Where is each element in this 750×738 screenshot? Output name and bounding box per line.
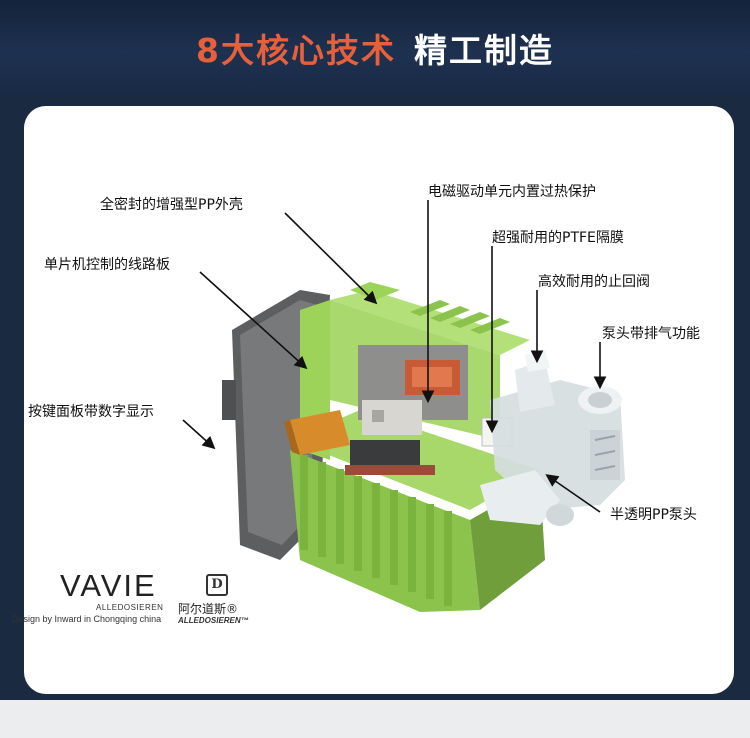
- callout-vent: 泵头带排气功能: [602, 326, 700, 342]
- callout-shell: 全密封的增强型PP外壳: [100, 197, 243, 213]
- logo-english-name: ALLEDOSIEREN™: [178, 616, 249, 625]
- callout-keypad: 按键面板带数字显示: [28, 404, 154, 420]
- brand-tagline: Design by Inward in Chongqing china: [12, 614, 162, 624]
- title-accent: 8大核心技术: [196, 31, 396, 70]
- callout-pumphead: 半透明PP泵头: [610, 507, 697, 523]
- bottom-strip: [0, 700, 750, 738]
- pump-head: [480, 350, 625, 526]
- header-banner: 8大核心技术精工制造: [0, 0, 750, 96]
- callout-ptfe: 超强耐用的PTFE隔膜: [492, 230, 624, 246]
- title-main: 精工制造: [413, 31, 554, 70]
- callout-leaders: [182, 200, 607, 513]
- circuit-board: [345, 440, 435, 475]
- callout-drive: 电磁驱动单元内置过热保护: [428, 184, 596, 200]
- drive-unit: [358, 345, 468, 435]
- page-title: 8大核心技术精工制造: [0, 24, 750, 72]
- logo-chinese-name: 阿尔道斯®: [178, 602, 239, 616]
- brand-subtitle: ALLEDOSIEREN: [96, 603, 164, 612]
- brand-name: VAVIE: [60, 568, 157, 603]
- callout-valve: 高效耐用的止回阀: [538, 274, 650, 290]
- callout-pcb: 单片机控制的线路板: [44, 257, 170, 273]
- keypad-display: [284, 410, 350, 455]
- logo-icon: D: [206, 574, 228, 596]
